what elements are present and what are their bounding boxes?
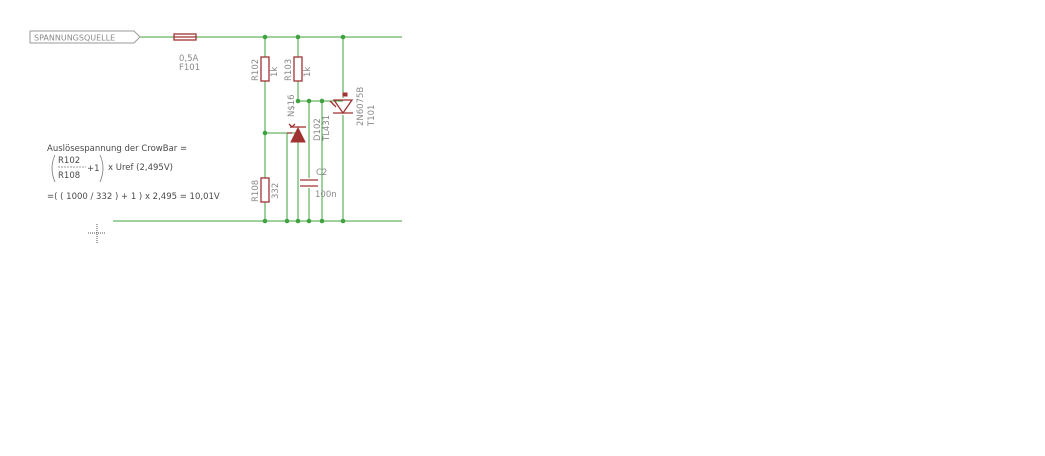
resistor-r103[interactable]: R103 1k — [284, 56, 313, 82]
junction — [340, 34, 346, 40]
d102-name: D102 — [313, 118, 323, 141]
net-label-port[interactable]: SPANNUNGSQUELLE — [29, 30, 141, 44]
junction — [262, 34, 268, 40]
n16-label: N$16 — [287, 94, 297, 117]
junction — [295, 218, 301, 224]
junctions — [262, 34, 346, 224]
r103-value: 1k — [303, 67, 313, 77]
c2-value: 100n — [315, 190, 337, 200]
thyristor-gate — [329, 100, 337, 108]
thyristor-triangle — [332, 99, 354, 115]
fuse-name: F101 — [179, 63, 200, 73]
junction — [319, 218, 325, 224]
formula-paren-left — [51, 154, 56, 183]
shunt-regulator-d102[interactable]: D102 TL431 — [287, 115, 332, 143]
c2-name: C2 — [316, 168, 327, 178]
tl431-triangle — [290, 126, 306, 143]
capacitor-c2[interactable]: C2 100n — [300, 168, 337, 200]
resistor-body — [260, 177, 270, 203]
tl431-ref-mark — [288, 123, 296, 128]
thyristor-gate-mark — [342, 92, 348, 97]
thyristor-t101[interactable]: 2N6075B T101 — [329, 87, 377, 127]
formula-result: =( ( 1000 / 332 ) + 1 ) x 2,495 = 10,01V — [47, 192, 220, 202]
resistor-r102[interactable]: R102 1k — [251, 56, 280, 82]
net-n16[interactable]: N$16 — [287, 94, 297, 117]
formula-title: Auslösespannung der CrowBar = — [47, 144, 187, 154]
r103-name: R103 — [284, 59, 294, 81]
formula-plus-one: +1 — [87, 164, 100, 174]
wires — [113, 36, 402, 222]
junction — [340, 218, 346, 224]
junction — [306, 218, 312, 224]
t101-value: 2N6075B — [356, 87, 366, 126]
formula-numerator: R102 — [58, 156, 80, 166]
formula-block: Auslösespannung der CrowBar = R102 R108 … — [47, 144, 220, 202]
net-label-text: SPANNUNGSQUELLE — [34, 34, 115, 43]
r102-value: 1k — [270, 67, 280, 77]
formula-paren-right — [99, 154, 104, 183]
fuse-f101[interactable]: 0,5A F101 — [173, 33, 200, 73]
net-label-shape — [29, 30, 141, 44]
formula-denominator: R108 — [58, 171, 80, 181]
t101-name: T101 — [367, 105, 377, 127]
junction — [284, 218, 290, 224]
d102-value: TL431 — [322, 115, 332, 142]
resistor-r108[interactable]: R108 332 — [251, 177, 281, 203]
junction — [295, 34, 301, 40]
fuse-value: 0,5A — [179, 54, 199, 64]
junction — [262, 218, 268, 224]
junction — [295, 98, 301, 104]
formula-uref: x Uref (2,495V) — [108, 163, 173, 173]
r102-name: R102 — [251, 59, 261, 81]
resistor-body — [293, 56, 303, 82]
junction — [262, 130, 268, 136]
junction — [319, 98, 325, 104]
r108-value: 332 — [271, 183, 281, 199]
resistor-body — [260, 56, 270, 82]
crosshair-cursor-icon — [88, 224, 106, 243]
junction — [306, 98, 312, 104]
r108-name: R108 — [251, 180, 261, 202]
